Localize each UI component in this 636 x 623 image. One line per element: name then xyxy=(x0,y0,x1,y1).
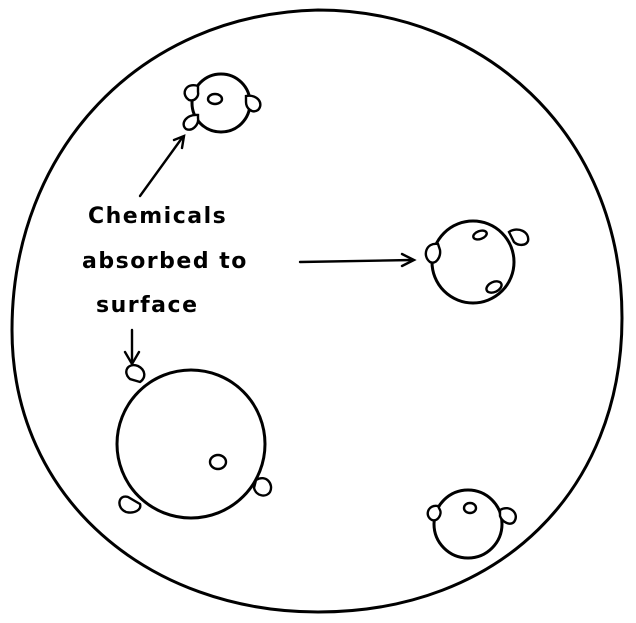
arrow-to-right-particle xyxy=(300,254,414,266)
arrow-to-top-particle xyxy=(140,136,184,196)
particle-top xyxy=(184,74,261,132)
label-line-2: absorbed to xyxy=(82,249,248,274)
particle-right xyxy=(426,221,528,303)
label-line-1: Chemicals xyxy=(88,204,227,229)
particle-bottom xyxy=(428,490,516,558)
label-line-3: surface xyxy=(96,293,199,318)
annotation-label: Chemicals absorbed to surface xyxy=(82,204,248,318)
particle-large xyxy=(117,365,271,518)
arrow-to-large-particle xyxy=(125,330,139,364)
